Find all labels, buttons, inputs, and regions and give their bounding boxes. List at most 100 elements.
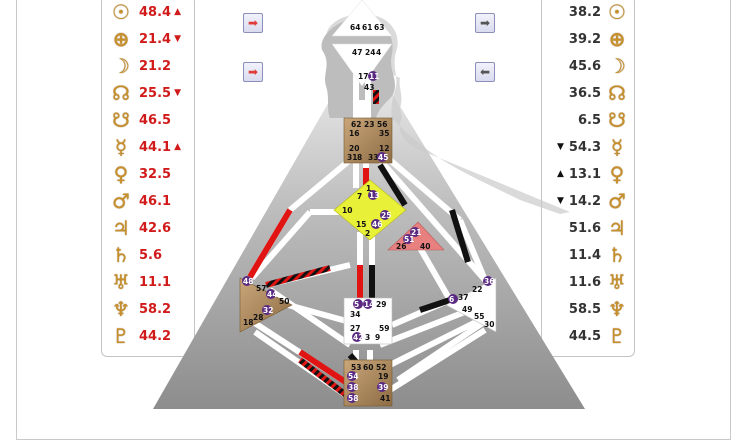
exaltation-arrow: ▼ (557, 196, 564, 206)
gate-32: 32 (263, 306, 273, 315)
gate-2: 2 (365, 229, 370, 238)
gate-35: 35 (379, 129, 389, 138)
gate-25: 25 (381, 211, 391, 220)
planet-gate-line: 6.5 (577, 112, 601, 128)
personality-planet-row: ▼54.3☿ (546, 134, 628, 160)
design-planet-row: ☊25.5▼ (110, 80, 192, 106)
personality-planet-row: 38.2 ☉ (546, 0, 628, 25)
earth-icon: ⊕ (608, 27, 626, 51)
gate-33: 33 (368, 153, 378, 162)
gate-49: 49 (462, 305, 472, 314)
design-planet-row: ♅ 11.1 (110, 269, 192, 295)
personality-back-button[interactable]: ⬅ (475, 62, 495, 82)
personality-planet-panel: 38.2☉39.2⊕45.6☽36.5☊6.5☋▼54.3☿▲13.1♀▼14.… (541, 0, 635, 357)
venus-icon: ♀ (609, 162, 625, 186)
gate-9: 9 (375, 333, 380, 342)
gate-53: 53 (351, 363, 361, 372)
exaltation-arrow: ▼ (174, 88, 181, 98)
design-planet-row: ♆ 58.2 (110, 296, 192, 322)
gate-36: 36 (484, 277, 494, 286)
gate-18: 18 (243, 318, 253, 327)
gate-8: 8 (357, 153, 362, 162)
jupiter-icon: ♃ (112, 216, 130, 240)
neptune-icon: ♆ (112, 297, 130, 321)
personality-planet-row: 44.5♇ (546, 323, 628, 349)
spleen-center (239, 277, 293, 333)
solar-plexus-center (445, 277, 497, 333)
head-center (331, 0, 393, 37)
personality-forward-button[interactable]: ➡ (475, 13, 495, 33)
gate-17: 17 (358, 72, 368, 81)
gate-59: 59 (379, 324, 389, 333)
right-arrow-icon: ➡ (479, 16, 491, 30)
gate-19: 19 (378, 372, 388, 381)
gate-22: 22 (472, 285, 482, 294)
planet-gate-line: 14.2 (568, 193, 601, 209)
design-planet-row: ⊕21.4▼ (110, 26, 192, 52)
planet-gate-line: 11.1 (139, 274, 172, 290)
planet-gate-line: 11.6 (568, 274, 601, 290)
gate-45: 45 (378, 153, 388, 162)
gate-7: 7 (357, 192, 362, 201)
design-planet-row: ♂46.1 (110, 188, 192, 214)
gate-41: 41 (380, 394, 390, 403)
north-node-icon: ☊ (112, 81, 130, 105)
forward-arrow-button[interactable]: ➡ (243, 13, 263, 33)
earth-icon: ⊕ (112, 27, 130, 51)
uranus-icon: ♅ (112, 270, 130, 294)
gate-30: 30 (484, 320, 494, 329)
planet-gate-line: 46.5 (139, 112, 172, 128)
planet-gate-line: 51.6 (568, 220, 601, 236)
planet-gate-line: 42.6 (139, 220, 172, 236)
exaltation-arrow: ▼ (557, 142, 564, 152)
planet-gate-line: 58.2 (139, 301, 172, 317)
design-planet-panel: ☉48.4▲⊕21.4▼☽21.2☊25.5▼☋46.5☿44.1▲♀32.5♂… (101, 0, 195, 357)
gate-44: 44 (267, 290, 277, 299)
design-planet-row: ☽21.2 (110, 53, 192, 79)
gate-57: 57 (256, 284, 266, 293)
gate-12: 12 (379, 144, 389, 153)
design-planet-row: ♀32.5 (110, 161, 192, 187)
gate-5: 5 (354, 300, 359, 309)
gate-55: 55 (474, 312, 484, 321)
gate-26: 26 (396, 242, 406, 251)
gate-4: 4 (376, 48, 381, 57)
planet-gate-line: 48.4 (139, 4, 172, 20)
planet-gate-line: 21.2 (139, 58, 172, 74)
exaltation-arrow: ▼ (174, 34, 181, 44)
design-planet-row: ♇44.2 (110, 323, 192, 349)
south-node-icon: ☋ (608, 108, 626, 132)
sun-icon: ☉ (608, 0, 626, 24)
planet-gate-line: 44.1 (139, 139, 172, 155)
north-node-icon: ☊ (608, 81, 626, 105)
planet-gate-line: 46.1 (139, 193, 172, 209)
gate-63: 63 (374, 23, 384, 32)
gate-54: 54 (348, 372, 358, 381)
gate-46: 46 (372, 220, 382, 229)
gate-60: 60 (363, 363, 373, 372)
planet-gate-line: 32.5 (139, 166, 172, 182)
design-planet-row: ♃ 42.6 (110, 215, 192, 241)
gate-42: 42 (353, 333, 363, 342)
personality-planet-row: ▲13.1♀ (546, 161, 628, 187)
south-node-icon: ☋ (112, 108, 130, 132)
gate-50: 50 (279, 297, 289, 306)
personality-planet-row: ▼14.2♂ (546, 188, 628, 214)
forward-arrow-button-2[interactable]: ➡ (243, 62, 263, 82)
left-arrow-icon: ⬅ (479, 65, 491, 79)
gate-13: 13 (369, 191, 379, 200)
gate-64: 64 (350, 23, 360, 32)
neptune-icon: ♆ (608, 297, 626, 321)
design-planet-row: ☋ 46.5 (110, 107, 192, 133)
personality-planet-row: 39.2⊕ (546, 26, 628, 52)
saturn-icon: ♄ (608, 243, 626, 267)
right-arrow-icon: ➡ (247, 16, 259, 30)
g-center (333, 179, 407, 241)
personality-planet-row: 58.5♆ (546, 296, 628, 322)
gate-29: 29 (376, 300, 386, 309)
planet-gate-line: 38.2 (568, 4, 601, 20)
personality-planet-row: 11.6♅ (546, 269, 628, 295)
moon-icon: ☽ (608, 54, 626, 78)
gate-58: 58 (348, 394, 358, 403)
gate-52: 52 (376, 363, 386, 372)
